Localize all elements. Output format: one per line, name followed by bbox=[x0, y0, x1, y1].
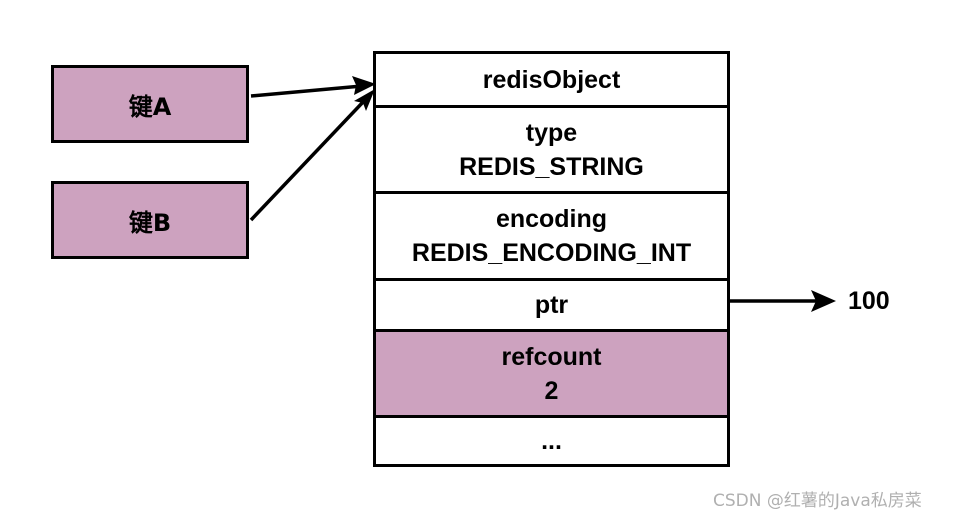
type-value: REDIS_STRING bbox=[459, 152, 644, 181]
arrow-ptr-head bbox=[811, 290, 836, 312]
ptr-label: ptr bbox=[534, 291, 569, 319]
encoding-value: REDIS_ENCODING_INT bbox=[411, 239, 692, 267]
more-fields-label: ... bbox=[541, 427, 562, 455]
redis-object-header: redisObject bbox=[376, 54, 727, 105]
redis-object-title: redisObject bbox=[482, 65, 621, 94]
type-label: type bbox=[525, 118, 578, 147]
ptr-target-value: 100 bbox=[848, 287, 890, 315]
arrow-keyB-to-object bbox=[249, 99, 366, 222]
refcount-label: refcount bbox=[501, 342, 602, 371]
redis-object-table: redisObject type REDIS_STRING encoding R… bbox=[373, 51, 730, 467]
encoding-label: encoding bbox=[495, 205, 608, 233]
key-a-box: 键A bbox=[51, 65, 249, 143]
type-row: type REDIS_STRING bbox=[376, 105, 727, 191]
refcount-row: refcount 2 bbox=[376, 329, 727, 415]
more-fields-row: ... bbox=[376, 415, 727, 464]
key-a-label: 键A bbox=[128, 92, 172, 121]
encoding-row: encoding REDIS_ENCODING_INT bbox=[376, 191, 727, 278]
key-b-box: 键B bbox=[51, 181, 249, 259]
refcount-value: 2 bbox=[544, 376, 559, 405]
arrow-keyA-to-object bbox=[250, 84, 363, 98]
watermark-text: CSDN @红薯的Java私房菜 bbox=[713, 491, 922, 511]
ptr-row: ptr bbox=[376, 278, 727, 329]
key-b-label: 键B bbox=[128, 208, 172, 237]
arrow-keyB-head bbox=[354, 89, 375, 111]
